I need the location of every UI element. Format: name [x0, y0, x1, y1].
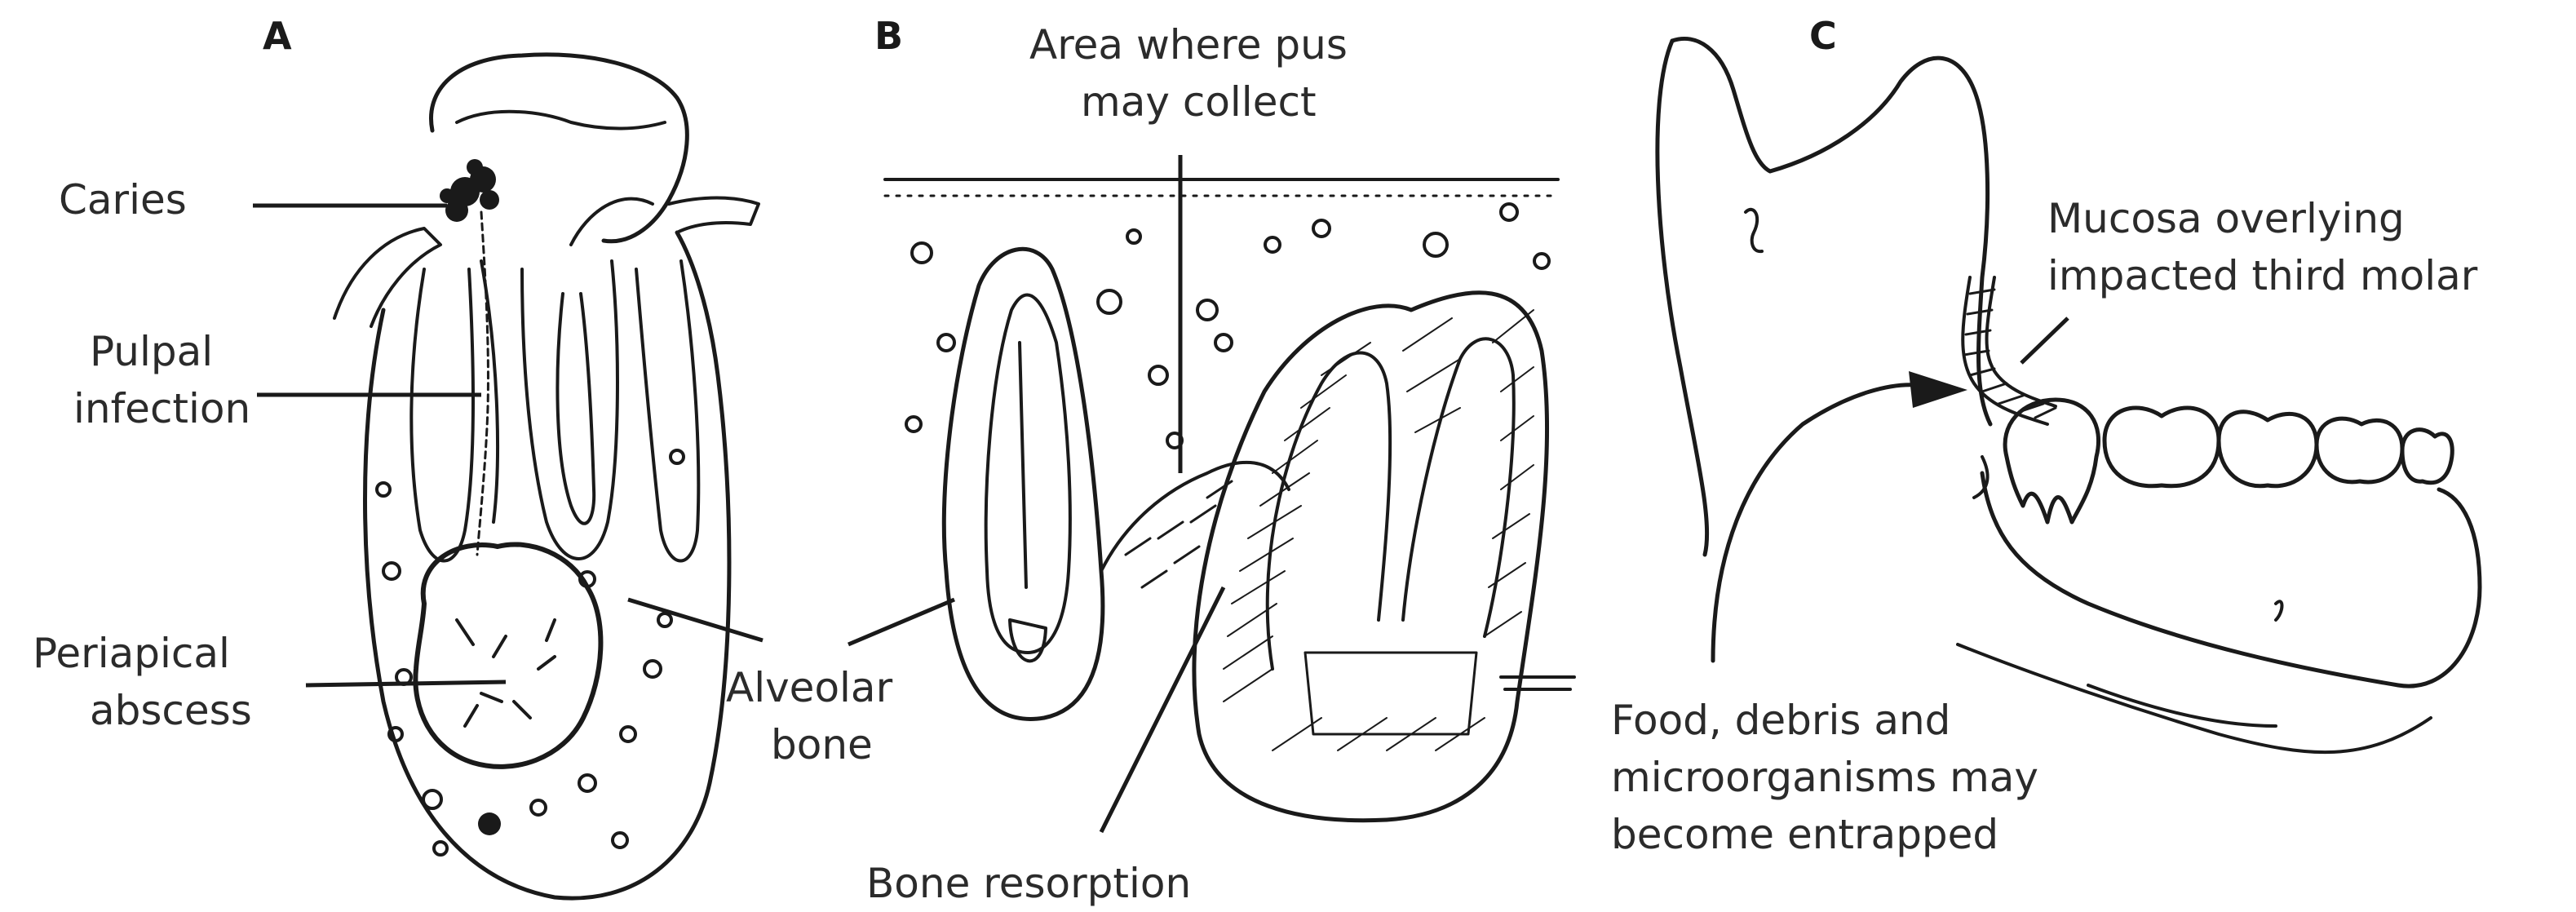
panel-c-letter: C [1809, 14, 1837, 58]
alveolar-leader-b [848, 600, 954, 644]
pus-label-line1: Area where pus [1029, 21, 1348, 69]
periapical-label-line1: Periapical [33, 630, 230, 677]
periapical-label-line2: abscess [90, 687, 252, 734]
resorption-leader [1101, 587, 1224, 832]
abscess-leader [306, 682, 506, 685]
food-label-line2: microorganisms may [1611, 754, 2038, 801]
alveolar-leader-a [628, 600, 763, 640]
panel-a-letter: A [263, 14, 292, 58]
pus-label-line2: may collect [1081, 78, 1317, 126]
mucosa-leader [2021, 318, 2068, 363]
root-hatching [1224, 310, 1534, 750]
food-label-line3: become entrapped [1611, 811, 1998, 858]
pulpal-label-line1: Pulpal [90, 328, 213, 375]
panel-b: B [848, 14, 1574, 907]
panel-c: C Mucosa ove [1611, 14, 2480, 858]
tooth-b-illustration [885, 179, 1574, 821]
tooth-a-illustration [334, 55, 759, 898]
panel-b-letter: B [874, 14, 903, 58]
pulpal-label-line2: infection [73, 385, 250, 432]
alveolar-label-line1: Alveolar [726, 664, 893, 711]
mandible-illustration [1658, 39, 2480, 753]
alveolar-label-line2: bone [771, 721, 873, 768]
caries-label: Caries [59, 176, 187, 224]
mucosa-label-line2: impacted third molar [2047, 252, 2478, 299]
bone-resorption-label: Bone resorption [866, 860, 1191, 907]
food-label-line1: Food, debris and [1611, 697, 1950, 744]
mucosa-label-line1: Mucosa overlying [2047, 195, 2405, 242]
panel-a: A [33, 14, 893, 898]
bone-stippling [377, 450, 684, 855]
